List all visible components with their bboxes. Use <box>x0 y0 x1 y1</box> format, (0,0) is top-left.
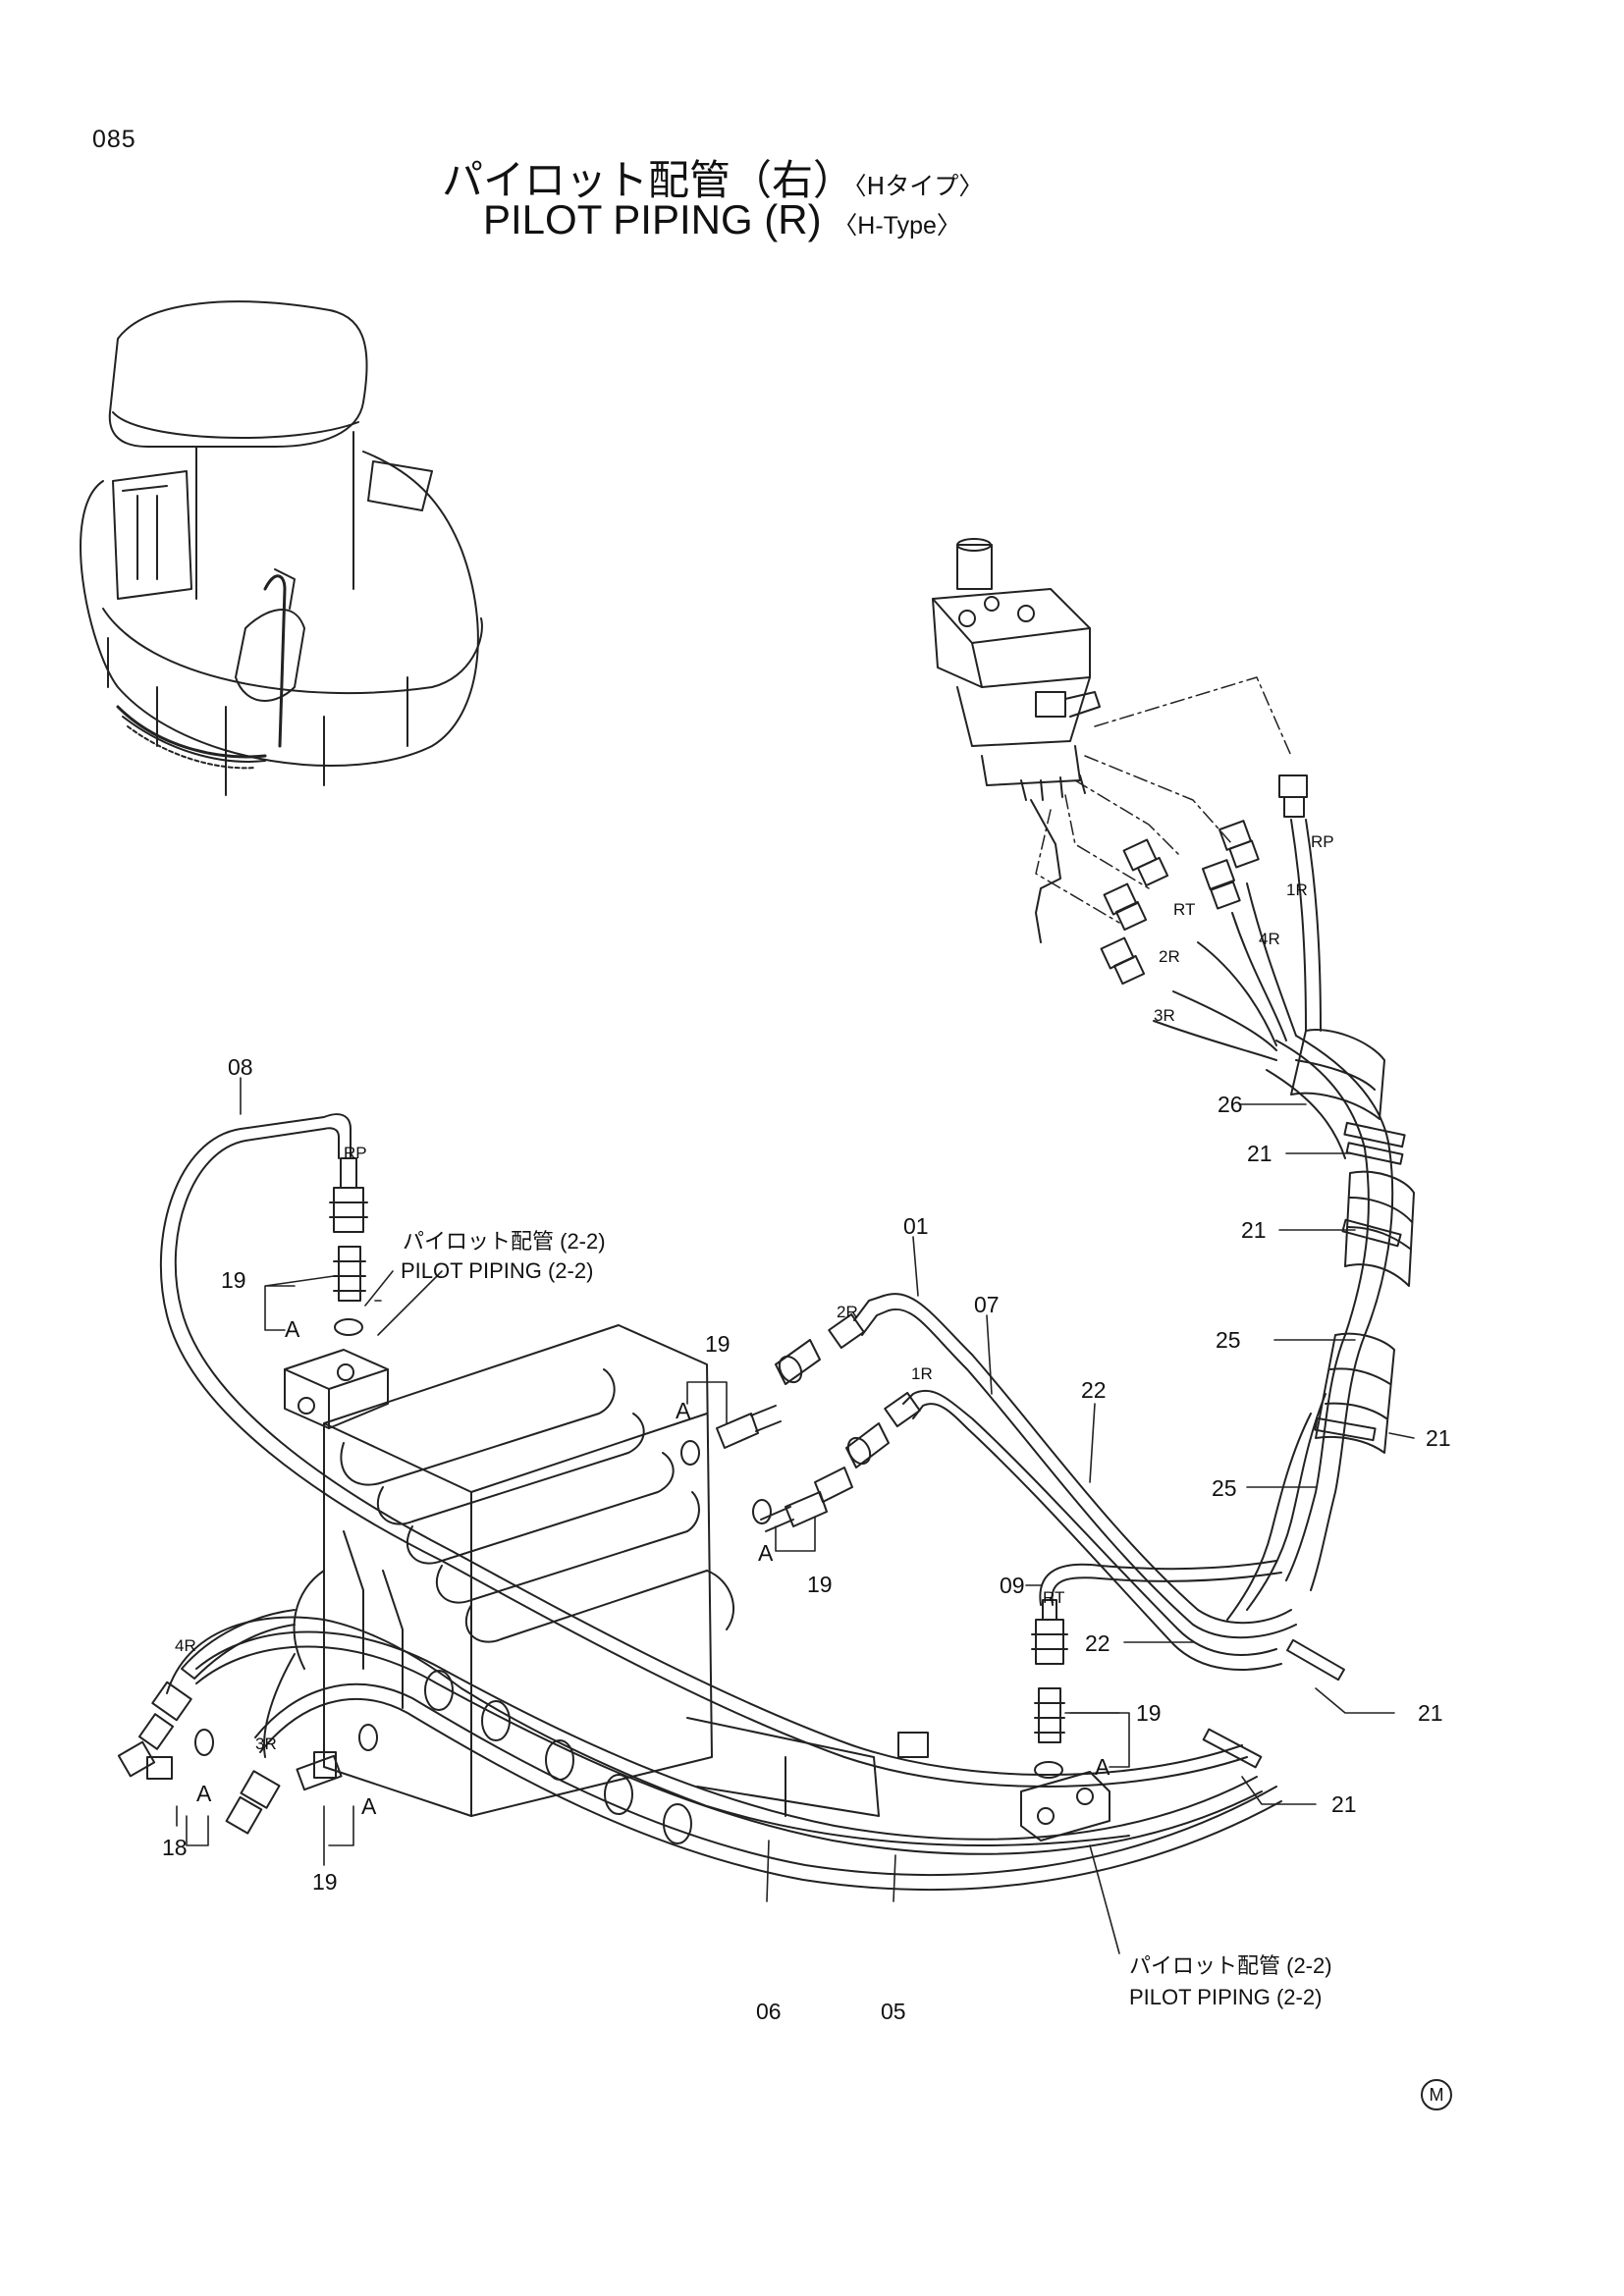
lower-pilot-block <box>1020 1599 1110 1842</box>
callout-08: 08 <box>228 1054 253 1080</box>
port-3r-left: 3R <box>255 1735 277 1753</box>
title-english: PILOT PIPING (R) 〈H-Type〉 <box>483 196 961 243</box>
pipe-08 <box>159 1113 1248 1788</box>
maker-mark: M <box>1421 2079 1452 2110</box>
detail-a-lower-left-1: A <box>196 1781 212 1806</box>
valve-spool-caps <box>424 1670 692 1844</box>
title-en-sub: 〈H-Type〉 <box>833 212 961 240</box>
upper-pilot-block <box>284 1157 389 1429</box>
port-rt-top: RT <box>1173 900 1195 919</box>
upper-fittings <box>1100 774 1308 986</box>
callout-19-center-upper: 19 <box>705 1331 731 1357</box>
callout-22-upper: 22 <box>1081 1377 1107 1403</box>
note-upper-en: PILOT PIPING (2-2) <box>401 1258 593 1283</box>
callout-labels: 08 19 01 07 19 22 26 21 21 25 21 25 19 0… <box>162 1054 1451 2024</box>
port-rt-right: RT <box>1043 1588 1064 1607</box>
detail-a-labels: A A A A A A <box>196 1316 1110 1819</box>
callout-09: 09 <box>1000 1573 1025 1598</box>
port-4r-left: 4R <box>175 1636 196 1655</box>
callout-21-d: 21 <box>1418 1700 1443 1726</box>
note-upper-ja: パイロット配管 (2-2) <box>403 1229 606 1254</box>
port-4r-top: 4R <box>1259 930 1280 948</box>
callout-19-right: 19 <box>1136 1700 1162 1726</box>
pipes-01-07 <box>853 1293 1297 1671</box>
callout-25-lower: 25 <box>1212 1475 1237 1501</box>
hose-bundle <box>1153 819 1415 1769</box>
callout-05: 05 <box>881 1999 906 2024</box>
valve-leader-lines <box>1035 676 1292 924</box>
detail-a-lower-left-2: A <box>361 1793 377 1819</box>
callout-26: 26 <box>1218 1092 1243 1117</box>
callout-19-center-lower: 19 <box>807 1572 833 1597</box>
detail-a-right: A <box>1095 1754 1110 1780</box>
port-2r-top: 2R <box>1159 947 1180 966</box>
port-1r-top: 1R <box>1286 881 1308 899</box>
a-detail-brackets <box>186 1275 1130 1846</box>
detail-a-center-upper: A <box>676 1398 691 1423</box>
callout-19-upper-left: 19 <box>221 1267 246 1293</box>
title-ja-main: パイロット配管（右） <box>442 156 855 204</box>
callout-07: 07 <box>974 1292 1000 1317</box>
title-japanese: パイロット配管（右）〈Hタイプ〉 <box>442 147 983 207</box>
note-lower-en: PILOT PIPING (2-2) <box>1129 1985 1322 2009</box>
callout-01: 01 <box>903 1213 929 1239</box>
callout-21-b: 21 <box>1241 1217 1267 1243</box>
title-en-main: PILOT PIPING (R) <box>483 196 822 242</box>
port-rp-top: RP <box>1311 832 1334 851</box>
callout-18: 18 <box>162 1835 188 1860</box>
page-number: 085 <box>92 126 136 153</box>
callout-21-a: 21 <box>1247 1141 1272 1166</box>
port-labels: RP 1R 4R RT 2R 3R RP 2R 1R RT 4R 3R <box>175 832 1334 1753</box>
callout-06: 06 <box>756 1999 782 2024</box>
note-lower-ja: パイロット配管 (2-2) <box>1129 1953 1332 1978</box>
detail-a-upper-left: A <box>285 1316 300 1342</box>
port-rp-left: RP <box>344 1144 367 1162</box>
control-valve <box>293 1324 929 1844</box>
callout-25-upper: 25 <box>1216 1327 1241 1353</box>
port-3r-top: 3R <box>1154 1006 1175 1025</box>
callout-22-lower: 22 <box>1085 1630 1110 1656</box>
port-2r-mid: 2R <box>837 1303 858 1321</box>
pipes-05-06 <box>166 1616 1282 1892</box>
title-ja-sub: 〈Hタイプ〉 <box>854 172 984 200</box>
lower-left-fittings <box>117 1609 378 1835</box>
callout-21-e: 21 <box>1331 1791 1357 1817</box>
port-1r-mid: 1R <box>911 1364 933 1383</box>
callout-21-c: 21 <box>1426 1425 1451 1451</box>
detail-a-center-lower: A <box>758 1540 774 1566</box>
pilot-valve <box>932 538 1101 943</box>
reference-notes: パイロット配管 (2-2) PILOT PIPING (2-2) パイロット配管… <box>401 1229 1332 2009</box>
center-fittings <box>680 1312 921 1532</box>
callout-19-lower-left: 19 <box>312 1869 338 1895</box>
machine-overview <box>80 300 483 796</box>
